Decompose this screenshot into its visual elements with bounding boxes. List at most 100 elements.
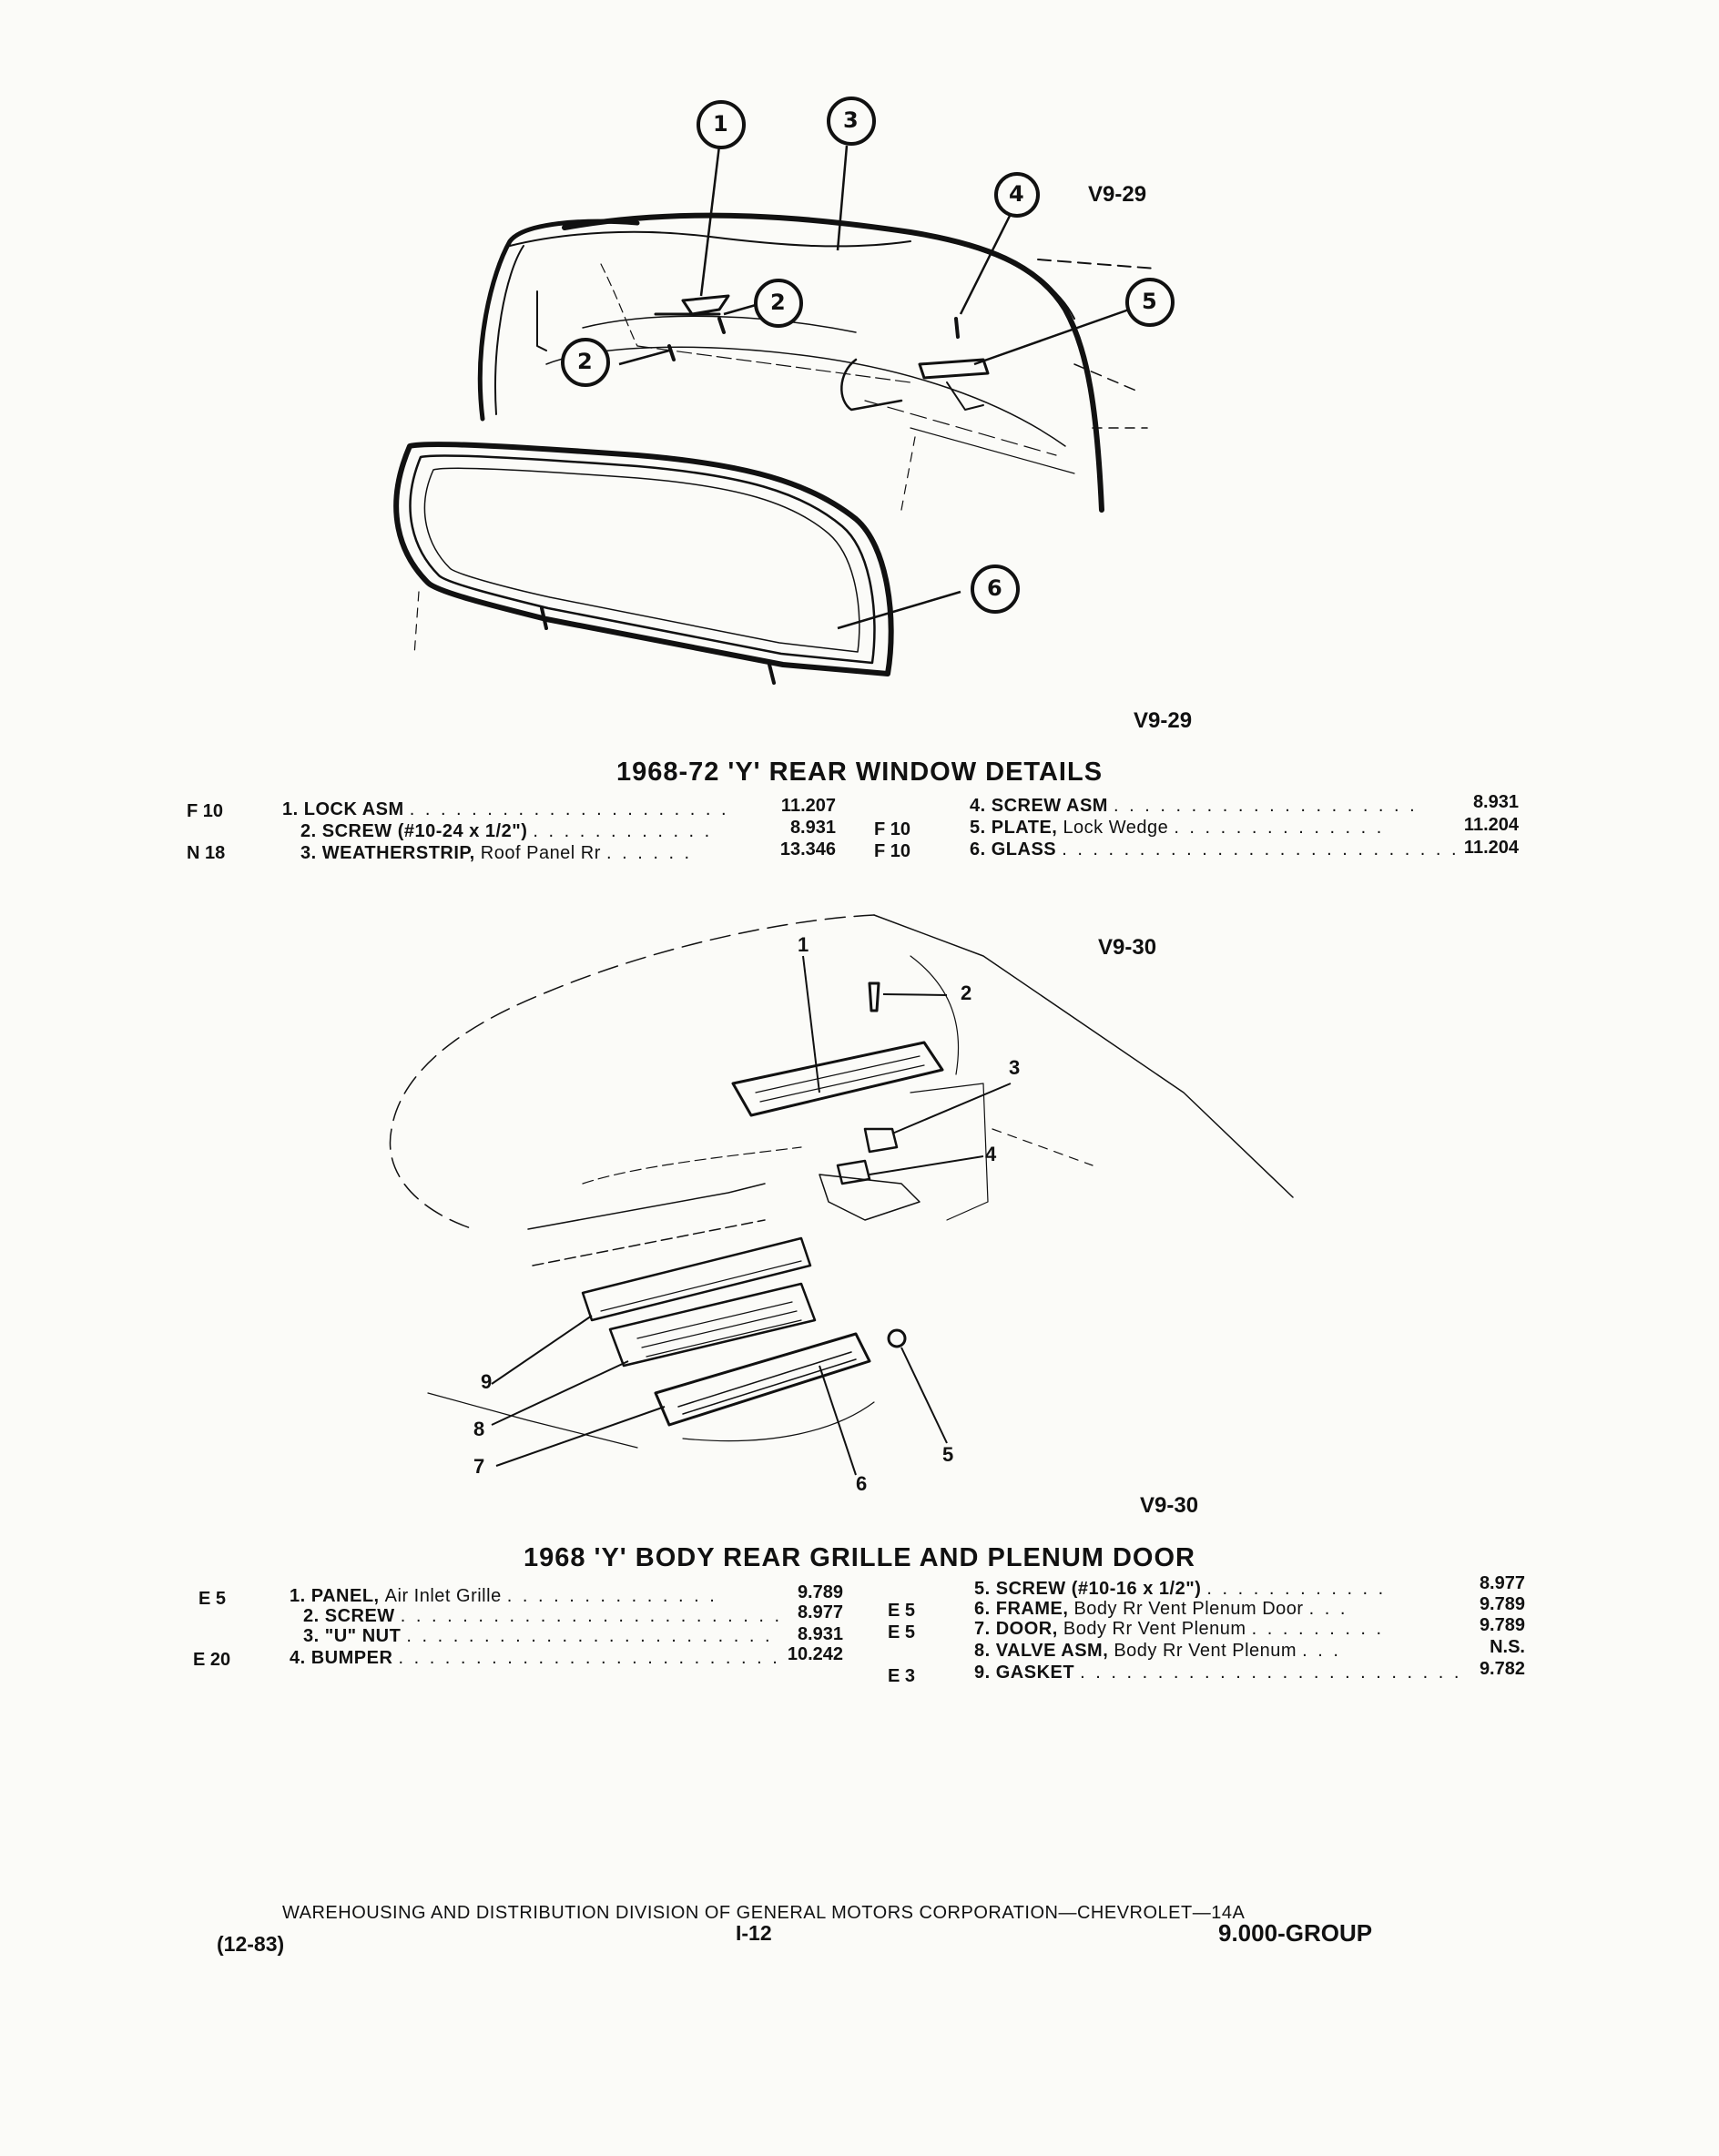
callout-2b: 2 [577, 349, 593, 374]
figure1-ref-top: V9-29 [1088, 182, 1147, 207]
footer-division: WAREHOUSING AND DISTRIBUTION DIVISION OF… [282, 1903, 1246, 1923]
s1-left-part-1: 1. LOCK ASM . . . . . . . . . . . . . . … [282, 799, 729, 820]
callout-circle-6 [971, 564, 1020, 614]
leader-dots: . . . . . . . . . . . . . . . . . . . . … [1062, 839, 1460, 859]
s2-part-name: 8. VALVE ASM, [974, 1641, 1109, 1661]
s1-left-code-3: N 18 [187, 843, 226, 863]
s1-left-num-1: 11.207 [780, 796, 836, 816]
s1-part-qual: Lock Wedge [1063, 818, 1169, 838]
section1-title: 1968-72 'Y' REAR WINDOW DETAILS [615, 758, 1104, 787]
s1-part-name: 4. SCREW ASM [970, 796, 1108, 816]
callout-4: 4 [1009, 181, 1024, 207]
s2-right-num-3: 9.789 [1479, 1615, 1525, 1635]
rear-window-illustration [393, 97, 1175, 685]
s2-right-part-4: 8. VALVE ASM, Body Rr Vent Plenum . . . [974, 1641, 1341, 1662]
s1-part-name: 5. PLATE, [970, 818, 1058, 838]
s2-right-num-5: 9.782 [1479, 1659, 1525, 1679]
grille-callout-2: 2 [961, 981, 972, 1004]
s1-right-code-2: F 10 [874, 819, 911, 839]
s1-right-part-1: 4. SCREW ASM . . . . . . . . . . . . . .… [970, 796, 1418, 817]
s2-right-part-2: 6. FRAME, Body Rr Vent Plenum Door . . . [974, 1599, 1348, 1620]
s2-part-name: 9. GASKET [974, 1663, 1075, 1683]
leader-dots: . . . . . . . . . . . . . . . . . . . . … [400, 1606, 783, 1626]
s2-right-part-1: 5. SCREW (#10-16 x 1/2") . . . . . . . .… [974, 1579, 1386, 1600]
grille-callout-5: 5 [942, 1443, 954, 1466]
callout-circle-2a [754, 279, 803, 328]
s2-part-name: 3. "U" NUT [303, 1626, 402, 1646]
s1-part-name: 2. SCREW (#10-24 x 1/2") [300, 821, 528, 841]
grille-callout-9: 9 [481, 1370, 493, 1393]
leader-dots: . . . . . . . . . . . . . . . . . . . . … [1080, 1663, 1462, 1683]
s1-right-part-3: 6. GLASS . . . . . . . . . . . . . . . .… [970, 839, 1460, 860]
grille-callout-6: 6 [856, 1472, 868, 1495]
callout-circle-1 [697, 100, 746, 149]
s1-part-qual: Roof Panel Rr [480, 843, 601, 863]
s2-right-part-5: 9. GASKET . . . . . . . . . . . . . . . … [974, 1663, 1461, 1683]
s2-left-part-2: 2. SCREW . . . . . . . . . . . . . . . .… [303, 1606, 782, 1627]
callout-3: 3 [843, 107, 859, 133]
callout-circle-5 [1125, 278, 1175, 327]
s2-left-num-4: 10.242 [787, 1644, 843, 1664]
s1-part-name: 3. WEATHERSTRIP, [300, 843, 475, 863]
callout-circle-4 [994, 172, 1040, 218]
leader-dots: . . . . . . . . . . . . [533, 821, 713, 841]
figure1-ref-bottom: V9-29 [1134, 708, 1193, 733]
s1-right-num-1: 8.931 [1472, 792, 1519, 812]
footer-date: (12-83) [217, 1932, 285, 1956]
s2-part-name: 2. SCREW [303, 1606, 395, 1626]
leader-dots: . . . . . . . . . . . . . . . . . . . . … [398, 1648, 780, 1668]
s2-part-name: 4. BUMPER [290, 1648, 393, 1668]
grille-callout-8: 8 [473, 1418, 485, 1440]
s1-right-num-2: 11.204 [1463, 815, 1519, 835]
leader-dots: . . . . . . . . . . . . . . [506, 1586, 717, 1606]
leader-dots: . . . . . . . . . . . . . . [1174, 818, 1385, 838]
s2-part-qual: Body Rr Vent Plenum Door [1073, 1599, 1304, 1619]
s2-left-num-1: 9.789 [797, 1582, 843, 1602]
grille-callout-7: 7 [473, 1455, 485, 1478]
s2-left-num-3: 8.931 [797, 1624, 843, 1644]
leader-dots: . . . . . . [605, 843, 693, 863]
callout-6: 6 [987, 575, 1002, 601]
callout-1: 1 [713, 111, 728, 137]
s2-right-num-2: 9.789 [1479, 1594, 1525, 1614]
s2-right-part-3: 7. DOOR, Body Rr Vent Plenum . . . . . .… [974, 1619, 1384, 1640]
section2-title: 1968 'Y' BODY REAR GRILLE AND PLENUM DOO… [523, 1543, 1195, 1572]
leader-dots: . . . [1302, 1641, 1341, 1661]
s2-part-name: 1. PANEL, [290, 1586, 380, 1606]
s2-part-qual: Body Rr Vent Plenum [1063, 1619, 1246, 1639]
footer-page-number: I-12 [736, 1921, 772, 1945]
callout-5: 5 [1142, 289, 1157, 314]
leader-dots: . . . . . . . . . . . . . . . . . . . . [1114, 796, 1418, 816]
figure2-ref-bottom: V9-30 [1140, 1493, 1199, 1518]
s2-left-code-4: E 20 [193, 1650, 231, 1670]
s1-right-num-3: 11.204 [1463, 838, 1519, 858]
s1-left-num-2: 8.931 [789, 818, 836, 838]
s1-left-part-2: 2. SCREW (#10-24 x 1/2") . . . . . . . .… [300, 821, 712, 842]
leader-dots: . . . [1308, 1599, 1348, 1619]
s2-right-code-3: E 5 [888, 1622, 916, 1642]
s2-part-qual: Air Inlet Grille [384, 1586, 502, 1606]
s1-part-name: 1. LOCK ASM [282, 799, 404, 819]
grille-callout-4: 4 [985, 1143, 997, 1165]
rear-grille-illustration [389, 914, 1294, 1476]
leader-dots: . . . . . . . . . . . . [1206, 1579, 1387, 1599]
s2-right-code-5: E 3 [888, 1666, 916, 1686]
grille-callout-3: 3 [1009, 1056, 1021, 1079]
leader-dots: . . . . . . . . . . . . . . . . . . . . … [406, 1626, 773, 1646]
s1-left-num-3: 13.346 [779, 839, 836, 859]
s1-right-code-3: F 10 [874, 841, 911, 861]
leader-dots: . . . . . . . . . [1251, 1619, 1385, 1639]
s2-left-part-3: 3. "U" NUT . . . . . . . . . . . . . . .… [303, 1626, 773, 1647]
callout-circle-2b [561, 338, 610, 387]
grille-callout-1: 1 [798, 933, 809, 956]
s2-left-part-4: 4. BUMPER . . . . . . . . . . . . . . . … [290, 1648, 780, 1669]
s1-left-part-3: 3. WEATHERSTRIP, Roof Panel Rr . . . . .… [300, 843, 692, 864]
s2-right-num-4: N.S. [1490, 1637, 1525, 1657]
callout-circle-3 [827, 97, 876, 146]
s2-left-part-1: 1. PANEL, Air Inlet Grille . . . . . . .… [290, 1586, 717, 1607]
figure2-ref-top: V9-30 [1098, 935, 1157, 960]
s2-part-name: 6. FRAME, [974, 1599, 1069, 1619]
footer-group: 9.000-GROUP [1218, 1919, 1373, 1947]
s2-part-name: 5. SCREW (#10-16 x 1/2") [974, 1579, 1202, 1599]
s1-right-part-2: 5. PLATE, Lock Wedge . . . . . . . . . .… [970, 818, 1384, 839]
